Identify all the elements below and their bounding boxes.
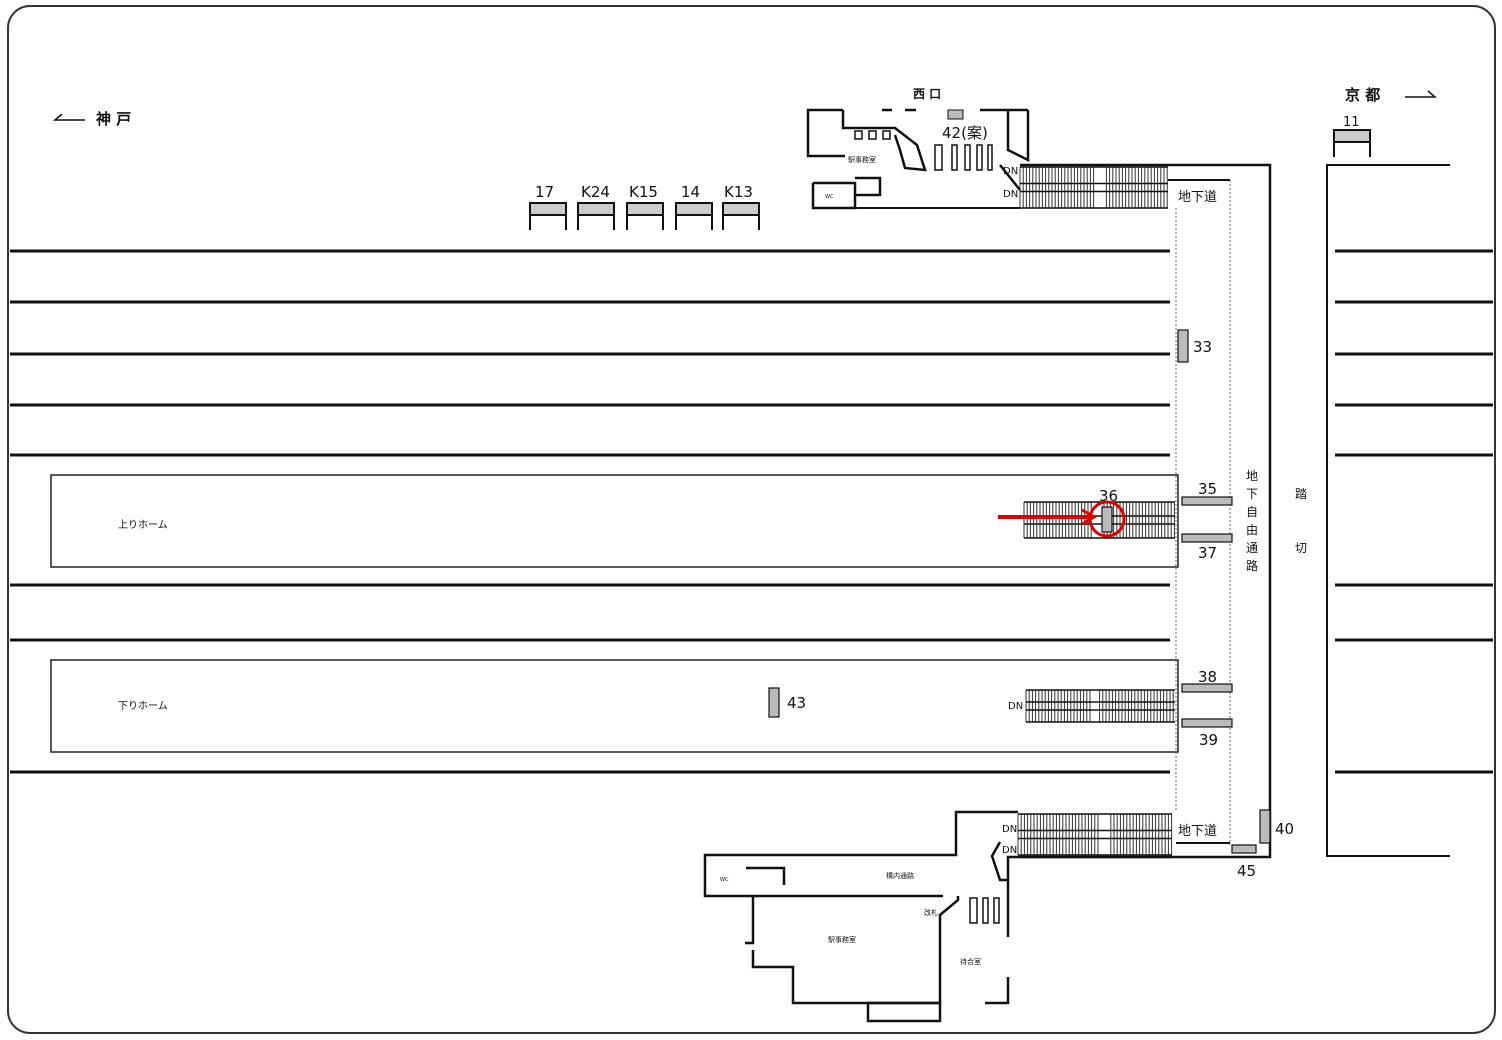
west-exit-label: 西 口 — [913, 87, 941, 101]
office-top-label: 駅事務室 — [848, 155, 876, 164]
sign-38-label: 38 — [1198, 668, 1217, 686]
crossing-label: 踏 — [1295, 487, 1307, 501]
map-frame — [7, 5, 1496, 1034]
highlight-circle — [1088, 500, 1126, 538]
dn-label: DN — [1008, 701, 1023, 712]
staircase — [1019, 166, 1168, 209]
dn-label: DN — [1003, 189, 1018, 200]
ticket-gates-west — [854, 130, 993, 171]
west-exit-building — [806, 108, 1030, 210]
sign-36 — [1101, 506, 1113, 533]
svg-text:自: 自 — [1246, 505, 1258, 519]
signboard — [626, 202, 664, 230]
up-platform — [50, 474, 1179, 568]
svg-text:路: 路 — [1246, 558, 1258, 573]
sign-45-label: 45 — [1237, 862, 1256, 880]
signboard — [1333, 129, 1371, 157]
signboard — [529, 202, 567, 230]
svg-text:地: 地 — [1246, 469, 1258, 483]
sign-42-label: 42(案) — [942, 124, 988, 142]
wc-top-label: WC — [825, 194, 834, 200]
sign-43-label: 43 — [787, 694, 806, 712]
sign-33-label: 33 — [1193, 338, 1212, 356]
sign-37-label: 37 — [1198, 544, 1217, 562]
sign-40 — [1259, 809, 1271, 844]
svg-text:通: 通 — [1246, 541, 1258, 555]
sign-38 — [1181, 683, 1233, 693]
highlight-marker — [998, 500, 1126, 538]
svg-text:京 都: 京 都 — [1345, 86, 1380, 104]
wc-bottom-label: WC — [720, 877, 729, 883]
top-signboards — [529, 129, 1371, 230]
direction-kobe: 神 戸 — [52, 110, 131, 128]
sign-35 — [1181, 496, 1233, 506]
signs — [768, 329, 1271, 854]
sign-33 — [1177, 329, 1189, 363]
sign-35-label: 35 — [1198, 480, 1217, 498]
arrowhead-icon — [1081, 508, 1097, 526]
ticket-gates-south — [969, 897, 1000, 924]
signboard — [722, 202, 760, 230]
up-platform-label: 上りホーム — [118, 519, 168, 531]
sign-43 — [768, 687, 780, 718]
sign-42 — [947, 109, 964, 120]
sign-11-label: 11 — [1343, 115, 1360, 130]
down-platform-label: 下りホーム — [118, 700, 168, 712]
arrow-right-icon — [1405, 90, 1438, 98]
underground-bottom-label: 地下道 — [1178, 824, 1217, 839]
office-bottom-label: 駅事務室 — [828, 935, 856, 944]
stairs — [1017, 166, 1175, 856]
sign-45 — [1231, 844, 1257, 854]
signboard — [675, 202, 713, 230]
arrow-left-icon — [52, 113, 85, 121]
staircase — [1017, 813, 1173, 856]
waiting-room-label: 待合室 — [960, 957, 981, 966]
underground-top-label: 地下道 — [1178, 190, 1217, 205]
tracks — [10, 249, 1493, 774]
sign-k24-label: K24 — [581, 183, 610, 201]
down-platform — [50, 659, 1179, 753]
sign-17-label: 17 — [535, 183, 554, 201]
sign-k15-label: K15 — [629, 183, 658, 201]
direction-kyoto: 京 都 — [1345, 86, 1438, 104]
sign-14-label: 14 — [681, 183, 700, 201]
sign-39 — [1181, 718, 1233, 728]
sign-36-label: 36 — [1099, 487, 1118, 505]
free-passage-label: 地 下 自 由 通 路 — [1246, 469, 1258, 573]
crossing-block — [1326, 164, 1450, 857]
sign-40-label: 40 — [1275, 820, 1294, 838]
crossing-label: 切 — [1295, 541, 1307, 555]
sign-k13-label: K13 — [724, 183, 753, 201]
svg-text:下: 下 — [1246, 487, 1258, 501]
sign-37 — [1181, 533, 1233, 543]
sign-39-label: 39 — [1199, 731, 1218, 749]
signboard — [577, 202, 615, 230]
concourse-label: 構内通路 — [886, 871, 914, 880]
dn-label: DN — [1003, 166, 1018, 177]
dn-label: DN — [1002, 824, 1017, 835]
svg-text:由: 由 — [1246, 523, 1258, 537]
ticket-gate-label: 改札 — [924, 908, 938, 917]
dn-label: DN — [1002, 845, 1017, 856]
south-exit-building — [703, 810, 1172, 1023]
staircase — [1025, 689, 1175, 723]
svg-text:神 戸: 神 戸 — [96, 110, 131, 128]
